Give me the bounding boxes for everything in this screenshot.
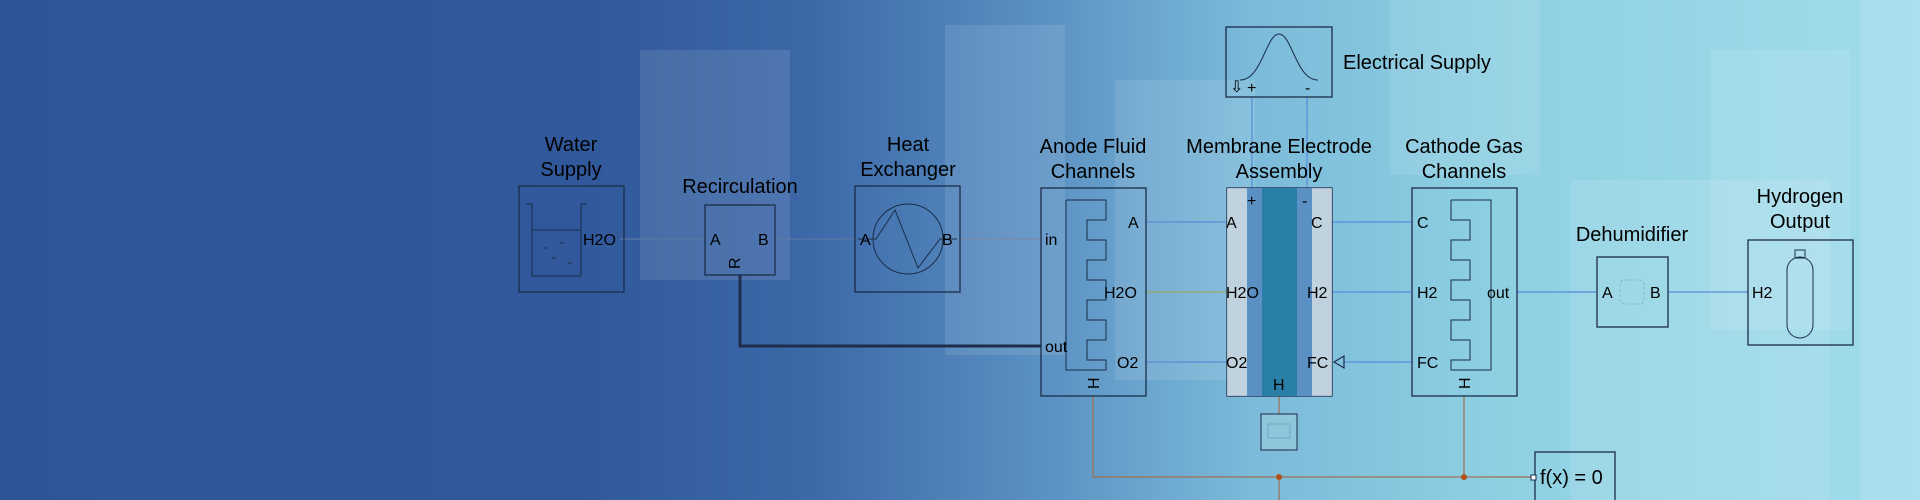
dehumidifier-title: Dehumidifier xyxy=(1576,224,1689,246)
thermal-sensor-icon xyxy=(1267,423,1291,439)
thermal-sensor-block[interactable] xyxy=(1260,413,1298,451)
anode-port-out: out xyxy=(1045,339,1068,356)
thermal-sensor-box xyxy=(1260,413,1298,451)
line-recirc-anode-out[interactable] xyxy=(738,275,1041,348)
recirculation-block[interactable]: Recirculation A B R xyxy=(682,176,798,276)
fc-arrow-icon xyxy=(1332,354,1345,370)
anode-title-2: Channels xyxy=(1051,161,1136,183)
cathode-channels-block[interactable]: Cathode Gas Channels C H2 FC out H xyxy=(1405,136,1523,397)
mea-block[interactable]: Membrane Electrode Assembly + - A H2O O2… xyxy=(1186,136,1372,397)
line-thermal-bus[interactable] xyxy=(1092,396,1535,478)
cathode-box xyxy=(1411,187,1518,397)
anode-port-h: H xyxy=(1086,377,1103,389)
heat-exchanger-block[interactable]: Heat Exchanger A B xyxy=(854,134,961,293)
mea-title-2: Assembly xyxy=(1236,161,1323,183)
dehumidifier-port-b: B xyxy=(1650,285,1661,302)
mea-port-h2: H2 xyxy=(1307,285,1328,302)
bg-square xyxy=(945,25,1065,355)
mea-membrane xyxy=(1262,188,1297,396)
mea-port-h2o: H2O xyxy=(1226,285,1259,302)
water-supply-title-1: Water xyxy=(545,134,598,156)
heat-exchanger-title-2: Exchanger xyxy=(860,159,956,181)
cathode-port-c: C xyxy=(1417,215,1429,232)
mea-port-fc: FC xyxy=(1307,355,1328,372)
anode-box xyxy=(1040,187,1147,397)
channel-serpentine-icon xyxy=(1065,199,1107,371)
bg-square xyxy=(1710,50,1850,330)
recirculation-port-r: R xyxy=(727,257,744,269)
anode-port-a: A xyxy=(1128,215,1139,232)
electrical-supply-title: Electrical Supply xyxy=(1343,52,1491,74)
bg-square xyxy=(640,50,790,280)
dehumidifier-icon xyxy=(1619,279,1645,305)
electrical-supply-box xyxy=(1225,26,1333,98)
mea-port-c: C xyxy=(1311,215,1323,232)
heat-exchanger-box xyxy=(854,185,961,293)
heat-exchanger-port-b: B xyxy=(942,232,953,249)
mea-layer-left xyxy=(1247,188,1262,396)
water-supply-title-2: Supply xyxy=(540,159,601,181)
solver-label: f(x) = 0 xyxy=(1540,467,1603,489)
bg-square xyxy=(1570,180,1830,500)
electrical-supply-minus: - xyxy=(1305,80,1310,97)
mea-port-a: A xyxy=(1226,215,1237,232)
hydrogen-output-title-2: Output xyxy=(1770,211,1830,233)
cathode-port-out: out xyxy=(1487,285,1510,302)
cathode-title-2: Channels xyxy=(1422,161,1507,183)
anode-title-1: Anode Fluid xyxy=(1040,136,1147,158)
bg-square xyxy=(1390,0,1540,175)
cathode-port-h2: H2 xyxy=(1417,285,1438,302)
mea-electrode-left xyxy=(1227,188,1247,396)
tank-icon xyxy=(526,203,587,277)
gas-tank-icon xyxy=(1786,249,1814,339)
mea-minus: - xyxy=(1302,193,1307,210)
junction-dot xyxy=(1276,474,1282,480)
hydrogen-output-block[interactable]: Hydrogen Output H2 xyxy=(1747,186,1854,346)
mea-layer-right xyxy=(1297,188,1312,396)
anode-port-h2o: H2O xyxy=(1104,285,1137,302)
ground-arrow-icon: ⇩ xyxy=(1230,79,1243,96)
dehumidifier-port-a: A xyxy=(1602,285,1613,302)
junction-dot xyxy=(1461,474,1467,480)
water-supply-box xyxy=(518,185,625,293)
connection-lines xyxy=(620,97,1748,500)
electrical-supply-plus: + xyxy=(1247,80,1256,97)
electrical-supply-block[interactable]: ⇩ + - Electrical Supply xyxy=(1225,26,1491,98)
bg-square xyxy=(1860,0,1920,500)
recirculation-title: Recirculation xyxy=(682,176,798,198)
cathode-port-fc: FC xyxy=(1417,355,1438,372)
solver-port-icon xyxy=(1530,474,1537,481)
water-supply-port-h2o: H2O xyxy=(583,232,616,249)
anode-port-o2: O2 xyxy=(1117,355,1138,372)
dehumidifier-box xyxy=(1596,256,1669,328)
recirculation-port-a: A xyxy=(710,232,721,249)
pulse-waveform-icon xyxy=(1239,33,1319,81)
solver-config-block[interactable]: f(x) = 0 xyxy=(1530,451,1616,500)
channel-serpentine-icon xyxy=(1450,199,1492,371)
water-supply-block[interactable]: Water Supply H2O xyxy=(518,134,625,293)
mea-plus: + xyxy=(1247,193,1256,210)
hydrogen-output-title-1: Hydrogen xyxy=(1757,186,1844,208)
hydrogen-output-port-h2: H2 xyxy=(1752,285,1773,302)
heat-exchanger-port-a: A xyxy=(860,232,871,249)
heat-exchanger-icon xyxy=(858,203,957,275)
mea-port-o2: O2 xyxy=(1226,355,1247,372)
mea-electrode-right xyxy=(1312,188,1332,396)
cathode-port-h: H xyxy=(1457,377,1474,389)
anode-channels-block[interactable]: Anode Fluid Channels in out A H2O O2 H xyxy=(1040,136,1147,397)
mea-port-h: H xyxy=(1273,377,1285,394)
mea-title-1: Membrane Electrode xyxy=(1186,136,1372,158)
heat-exchanger-title-1: Heat xyxy=(887,134,930,156)
dehumidifier-block[interactable]: Dehumidifier A B xyxy=(1576,224,1689,328)
anode-port-in: in xyxy=(1045,232,1057,249)
hydrogen-output-box xyxy=(1747,239,1854,346)
recirculation-box xyxy=(704,204,776,276)
recirculation-port-b: B xyxy=(758,232,769,249)
cathode-title-1: Cathode Gas xyxy=(1405,136,1523,158)
